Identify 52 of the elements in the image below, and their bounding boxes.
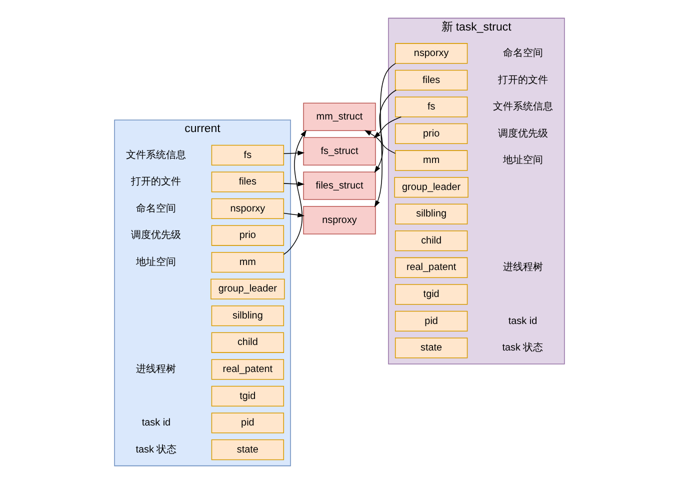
node-box: prio [394,122,468,144]
arrow [364,130,396,154]
node-box: group_leader [394,176,468,198]
node-box: files [210,171,284,192]
node-box: mm [394,150,468,170]
node-box: child [394,230,468,251]
label: task 状态 [135,444,176,455]
label: 进线程树 [136,364,176,375]
label: task id [141,417,170,428]
label: 进线程树 [502,262,542,273]
label: 调度优先级 [130,230,181,241]
node-box: fs_struct [302,136,376,165]
arrow [282,212,304,217]
arrow [282,129,306,254]
label: 地址空间 [136,256,176,268]
node-box: nsporxy [394,42,468,64]
node-box: mm_struct [302,102,376,131]
node-box: prio [210,224,284,246]
arrow [374,62,396,207]
node-box: files_struct [302,171,376,200]
label: 打开的文件 [497,74,548,86]
node-box: silbling [394,203,468,224]
label: task 状态 [502,342,543,354]
node-box: nsproxy [302,206,376,234]
node-box: state [394,337,468,358]
label: 命名空间 [136,202,176,214]
label: 文件系统信息 [492,101,552,112]
label: 调度优先级 [497,128,548,139]
label: 打开的文件 [130,176,181,188]
label: 文件系统信息 [126,149,186,160]
arrow [373,116,402,138]
node-box: fs [210,144,284,165]
node-box: tgid [210,385,284,406]
label: 命名空间 [502,47,542,58]
node-box: pid [210,412,284,433]
node-box: group_leader [210,278,284,299]
node-box: silbling [210,305,284,326]
node-box: child [210,332,284,352]
arrow [374,89,396,172]
label: task id [508,315,537,326]
arrow [282,150,304,155]
arrow [282,181,304,186]
node-box: nsporxy [210,198,284,219]
node-box: pid [394,310,468,332]
node-box: real_patent [394,256,468,278]
node-box: tgid [394,284,468,304]
node-box: real_patent [210,358,284,380]
label: 地址空间 [502,154,542,166]
node-box: mm [210,251,284,272]
node-box: state [210,438,284,460]
node-box: fs [394,96,468,117]
node-box: files [394,69,468,90]
